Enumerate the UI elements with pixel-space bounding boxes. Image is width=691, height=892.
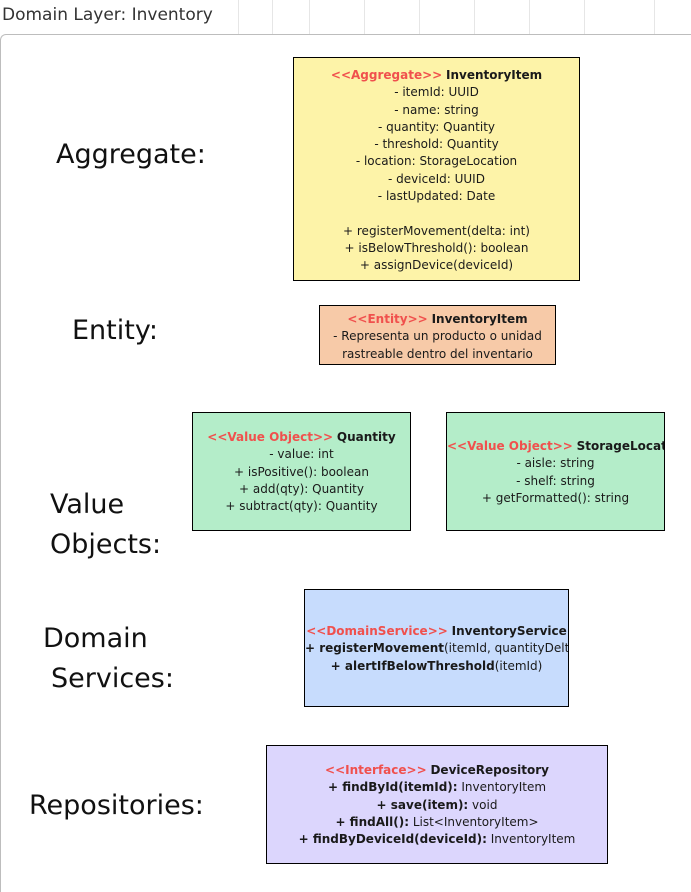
label-domain-services-line2[interactable]: Services: [51, 663, 174, 694]
entity-description: - Representa un producto o unidad [333, 329, 542, 344]
aggregate-method: + registerMovement(delta: int) [343, 223, 530, 238]
service-method-params: (itemId, quantityDelta) [444, 641, 569, 656]
frame-title[interactable]: Domain Layer: Inventory [2, 5, 213, 25]
quantity-stereotype: <<Value Object>> [207, 430, 334, 444]
entity-header: <<Entity>> InventoryItem [320, 311, 555, 328]
repo-method-return: InventoryItem [457, 780, 547, 795]
label-entity[interactable]: Entity: [72, 315, 158, 346]
grid-cell [474, 0, 530, 34]
value-object-quantity-box[interactable]: <<Value Object>> Quantity - value: int +… [192, 412, 411, 531]
storage-stereotype: <<Value Object>> [447, 439, 573, 453]
service-stereotype: <<DomainService>> [306, 624, 448, 638]
grid-cell [529, 0, 585, 34]
repo-method: + findById(itemId): InventoryItem [267, 779, 607, 796]
quantity-member: + add(qty): Quantity [239, 481, 364, 496]
label-repositories[interactable]: Repositories: [29, 790, 204, 821]
service-method-name: + alertIfBelowThreshold [330, 658, 495, 673]
service-method-params: (itemId) [494, 658, 543, 673]
repo-method-name: + findAll(): [335, 814, 409, 829]
label-aggregate[interactable]: Aggregate: [56, 139, 206, 170]
quantity-name: Quantity [336, 430, 396, 444]
grid-cell [238, 0, 273, 34]
entity-name: InventoryItem [431, 312, 528, 326]
repo-method: + save(item): void [267, 797, 607, 814]
canvas-grid-strip: Domain Layer: Inventory [0, 0, 691, 34]
aggregate-method: + assignDevice(deviceId) [359, 258, 514, 273]
storage-member: - shelf: string [516, 473, 595, 488]
entity-box[interactable]: <<Entity>> InventoryItem - Representa un… [319, 305, 556, 365]
label-value-objects-line1[interactable]: Value [50, 489, 125, 520]
quantity-member: - value: int [269, 447, 334, 462]
aggregate-separator [294, 205, 579, 222]
repo-method-name: + findByDeviceId(deviceId): [298, 832, 487, 847]
aggregate-header: <<Aggregate>> InventoryItem [294, 67, 579, 84]
repo-method-name: + save(item): [376, 797, 469, 812]
value-object-storage-location-box[interactable]: <<Value Object>> StorageLocation - aisle… [446, 412, 665, 531]
aggregate-attribute: - deviceId: UUID [388, 171, 485, 186]
grid-cell [584, 0, 655, 34]
aggregate-attribute: - name: string [394, 102, 479, 117]
service-method: + registerMovement(itemId, quantityDelta… [305, 640, 568, 657]
repo-method-name: + findById(itemId): [327, 780, 458, 795]
storage-header: <<Value Object>> StorageLocation [447, 438, 664, 455]
repo-method-return: InventoryItem [486, 832, 576, 847]
repo-stereotype: <<Interface>> [325, 763, 427, 777]
storage-member: + getFormatted(): string [481, 490, 630, 505]
repo-name: DeviceRepository [430, 763, 549, 777]
aggregate-method: + isBelowThreshold(): boolean [344, 240, 529, 255]
repo-method: + findByDeviceId(deviceId): InventoryIte… [267, 831, 607, 848]
storage-name: StorageLocation [576, 439, 664, 453]
repo-method: + findAll(): List<InventoryItem> [267, 814, 607, 831]
aggregate-name: InventoryItem [446, 68, 543, 82]
entity-description: rastreable dentro del inventario [342, 346, 533, 361]
aggregate-attribute: - threshold: Quantity [374, 137, 499, 152]
service-method: + alertIfBelowThreshold(itemId) [305, 658, 568, 675]
aggregate-box[interactable]: <<Aggregate>> InventoryItem - itemId: UU… [293, 57, 580, 281]
quantity-member: + subtract(qty): Quantity [225, 499, 378, 514]
aggregate-stereotype: <<Aggregate>> [330, 68, 443, 82]
label-domain-services-line1[interactable]: Domain [43, 623, 148, 654]
quantity-member: + isPositive(): boolean [234, 464, 369, 479]
repo-method-return: List<InventoryItem> [409, 814, 539, 829]
diagram-frame[interactable]: Aggregate: Entity: Value Objects: Domain… [0, 34, 691, 892]
grid-cell [272, 0, 310, 34]
service-method-name: + registerMovement [305, 641, 444, 656]
grid-cell [419, 0, 475, 34]
repo-header: <<Interface>> DeviceRepository [267, 762, 607, 779]
entity-stereotype: <<Entity>> [347, 312, 428, 326]
repo-method-return: void [468, 797, 498, 812]
service-name: InventoryService [451, 624, 567, 638]
quantity-header: <<Value Object>> Quantity [193, 429, 410, 446]
grid-cell [364, 0, 420, 34]
aggregate-attribute: - quantity: Quantity [377, 119, 495, 134]
aggregate-attribute: - location: StorageLocation [355, 154, 518, 169]
repository-interface-box[interactable]: <<Interface>> DeviceRepository + findByI… [266, 745, 608, 864]
grid-cell [309, 0, 365, 34]
grid-cell [0, 0, 239, 34]
label-value-objects-line2[interactable]: Objects: [50, 529, 162, 560]
domain-service-box[interactable]: <<DomainService>> InventoryService + reg… [304, 589, 569, 707]
aggregate-attribute: - lastUpdated: Date [377, 189, 496, 204]
storage-member: - aisle: string [516, 456, 595, 471]
service-header: <<DomainService>> InventoryService [305, 623, 568, 640]
aggregate-attribute: - itemId: UUID [394, 85, 479, 100]
